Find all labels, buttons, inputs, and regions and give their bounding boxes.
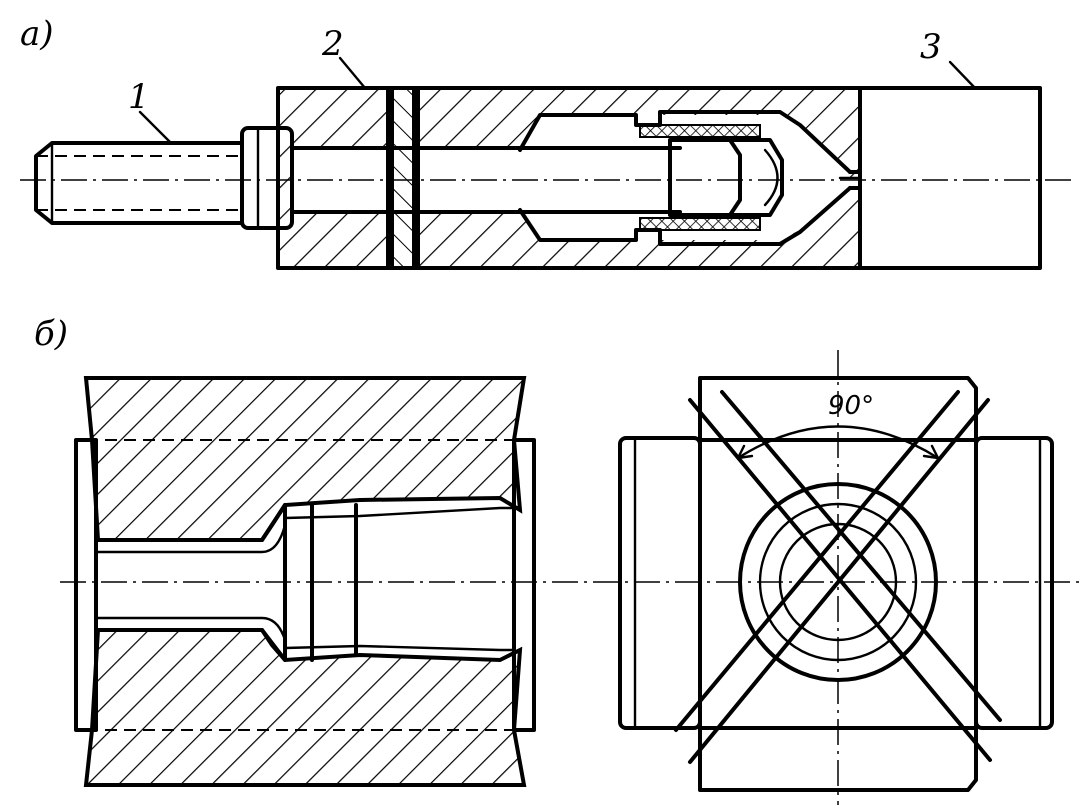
part-label-3: 3 (920, 27, 942, 67)
part-label-1: 1 (128, 77, 150, 117)
part-3-holder (838, 86, 1042, 270)
part-label-2: 2 (321, 24, 344, 64)
view-a-label: а) (20, 14, 54, 54)
leader-2 (338, 56, 367, 90)
angle-arc (736, 425, 940, 460)
leader-1 (138, 110, 172, 144)
leader-3 (948, 60, 977, 90)
view-b-section: б) (34, 314, 1080, 787)
part-1-mandrel (34, 126, 294, 230)
part-2-die-body (276, 86, 862, 270)
view-b-end-view: 90° (618, 350, 1054, 805)
angle-label: 90° (828, 391, 874, 421)
view-a: а) (20, 14, 1075, 270)
view-b-label: б) (34, 314, 68, 354)
